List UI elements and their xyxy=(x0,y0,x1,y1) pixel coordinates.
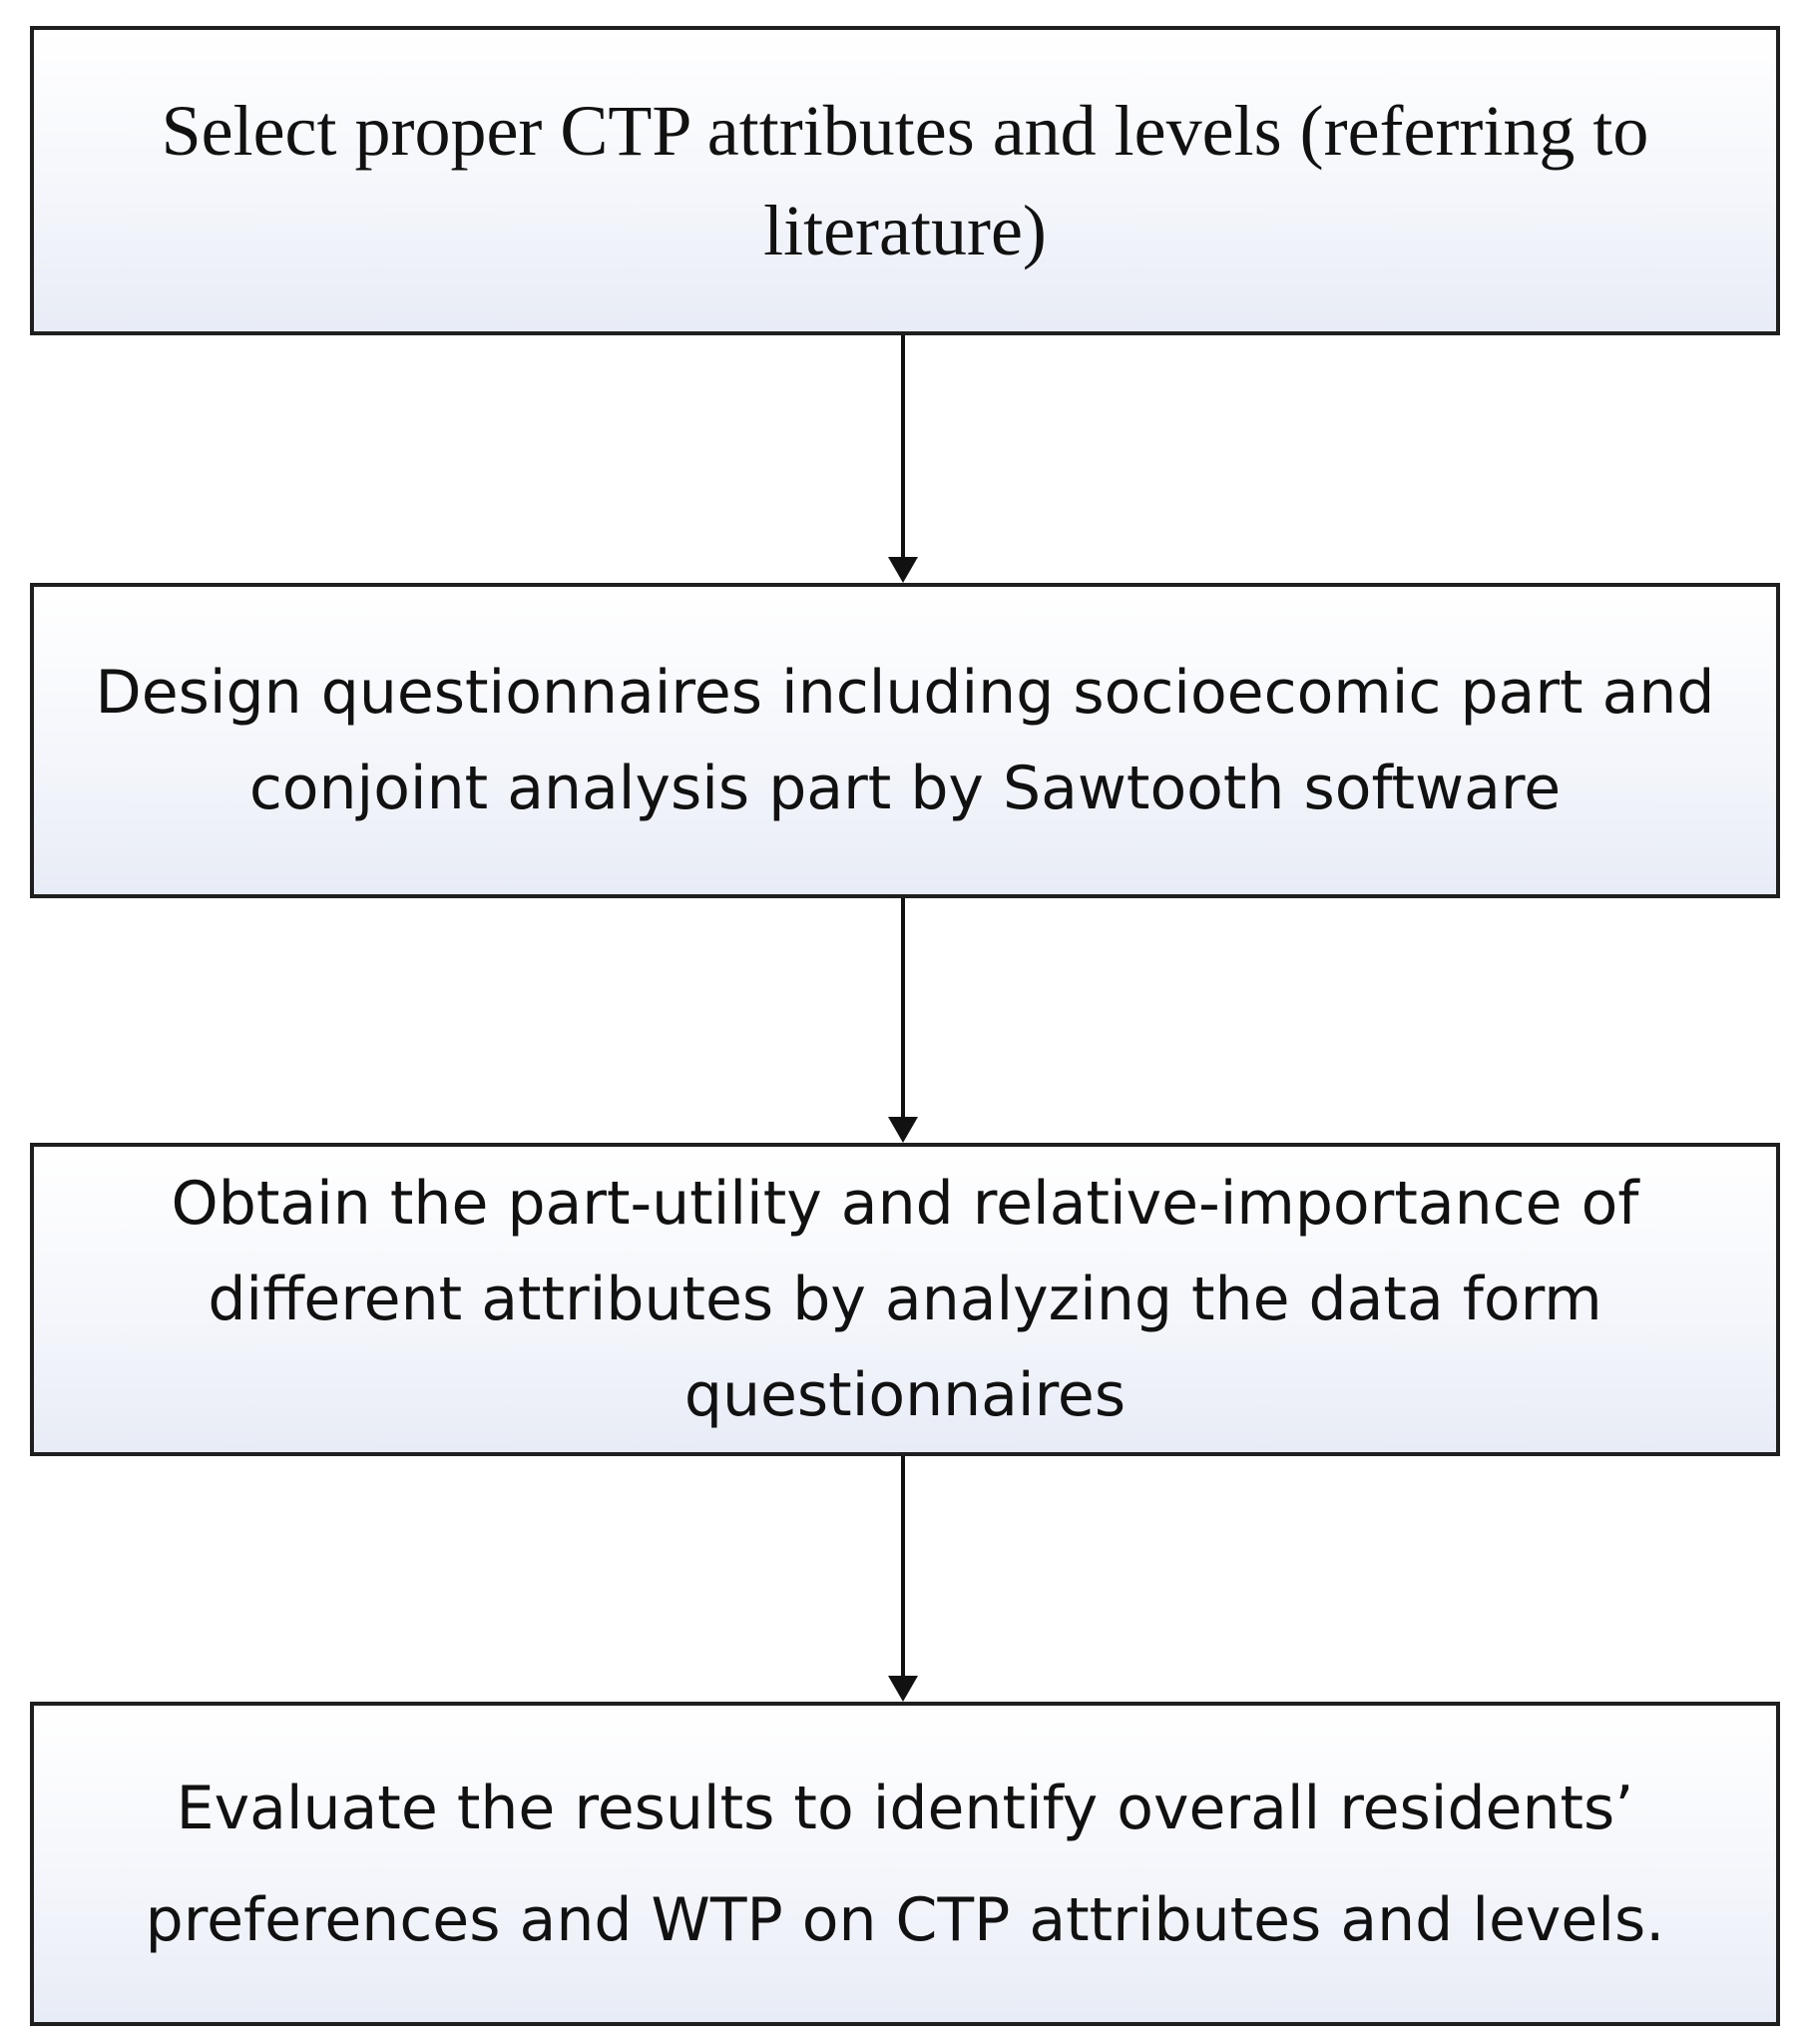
step-box-design-questionnaires: Design questionnaires including socioeco… xyxy=(30,583,1780,898)
step-text-2: Design questionnaires including socioeco… xyxy=(95,658,1715,823)
step-box-evaluate-results: Evaluate the results to identify overall… xyxy=(30,1702,1780,2026)
step-box-obtain-utility: Obtain the part-utility and relative-imp… xyxy=(30,1143,1780,1456)
step-text-4: Evaluate the results to identify overall… xyxy=(145,1773,1694,1955)
step-text-3: Obtain the part-utility and relative-imp… xyxy=(171,1169,1639,1430)
arrow-1-to-2 xyxy=(888,335,918,583)
step-text-1: Select proper CTP attributes and levels … xyxy=(161,91,1649,270)
arrow-2-to-3 xyxy=(888,898,918,1143)
arrow-3-to-4 xyxy=(888,1456,918,1702)
step-box-select-attributes: Select proper CTP attributes and levels … xyxy=(30,26,1780,335)
